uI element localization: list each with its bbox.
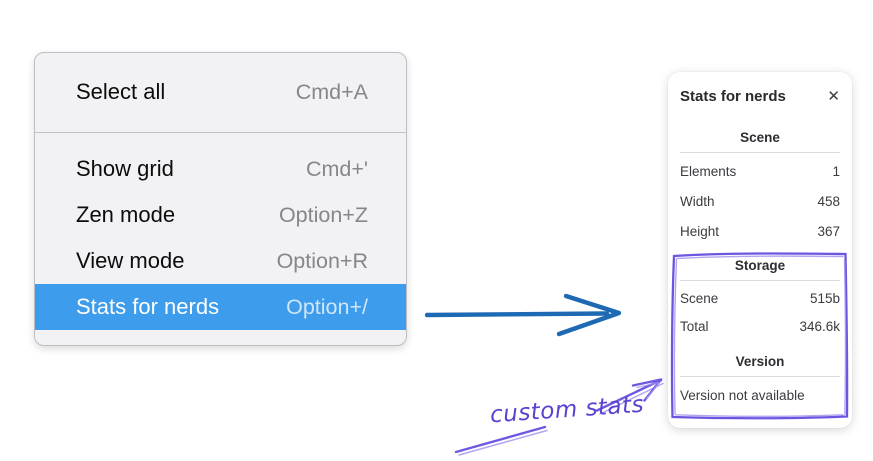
flow-arrow (424, 293, 622, 337)
menu-item-stats-for-nerds[interactable]: Stats for nerds Option+/ (35, 284, 406, 330)
menu-item-view-mode[interactable]: View mode Option+R (35, 238, 406, 284)
menu-item-label: View mode (76, 248, 185, 273)
menu-item-show-grid[interactable]: Show grid Cmd+' (35, 146, 406, 192)
context-menu: Select all Cmd+A Show grid Cmd+' Zen mod… (34, 52, 407, 346)
menu-item-label: Select all (76, 79, 166, 104)
stat-label: Total (680, 318, 709, 334)
menu-item-label: Stats for nerds (76, 294, 220, 319)
stat-value: 346.6k (799, 318, 840, 334)
stat-row-total-storage: Total 346.6k (680, 312, 840, 340)
menu-item-zen-mode[interactable]: Zen mode Option+Z (35, 192, 406, 238)
menu-section-bottom: Show grid Cmd+' Zen mode Option+Z View m… (35, 133, 406, 345)
menu-item-shortcut: Cmd+A (295, 79, 368, 104)
stat-value: 515b (809, 290, 840, 306)
menu-item-shortcut: Option+Z (278, 202, 368, 227)
annotation-arrow (454, 378, 664, 456)
stats-section-version: Version Version not available (680, 354, 840, 410)
stat-label: Height (680, 223, 720, 239)
stat-label: Width (680, 193, 715, 209)
menu-item-select-all[interactable]: Select all Cmd+A (35, 69, 406, 115)
stats-panel-title: Stats for nerds (680, 87, 786, 105)
stats-panel-header: Stats for nerds ✕ (680, 84, 840, 108)
menu-divider (35, 132, 406, 133)
menu-item-shortcut: Option+/ (286, 294, 368, 319)
section-heading: Storage (734, 258, 786, 273)
menu-section-top: Select all Cmd+A (35, 53, 406, 132)
section-divider (680, 152, 840, 153)
stat-row-elements: Elements 1 (680, 156, 840, 186)
stat-label: Scene (680, 290, 719, 306)
menu-item-label: Show grid (76, 156, 174, 181)
menu-item-label: Zen mode (76, 202, 176, 227)
stat-row-height: Height 367 (680, 216, 840, 246)
custom-stats-annotation: custom stats (489, 391, 645, 429)
stat-value: 367 (817, 223, 840, 239)
section-divider (680, 280, 840, 281)
stat-value: 1 (832, 163, 840, 179)
stats-panel: Stats for nerds ✕ Scene Elements 1 Width… (668, 72, 852, 428)
menu-item-shortcut: Cmd+' (305, 156, 368, 181)
stat-row-width: Width 458 (680, 186, 840, 216)
stat-value: 458 (817, 193, 840, 209)
close-icon[interactable]: ✕ (827, 87, 840, 105)
stats-section-scene: Scene Elements 1 Width 458 Height 367 (680, 130, 840, 246)
menu-item-shortcut: Option+R (276, 248, 368, 273)
version-note: Version not available (680, 387, 805, 403)
stat-row-scene-storage: Scene 515b (680, 284, 840, 312)
section-heading: Version (735, 354, 785, 369)
section-divider (680, 376, 840, 377)
stat-label: Elements (680, 163, 737, 179)
stats-section-storage: Storage Scene 515b Total 346.6k (680, 258, 840, 340)
section-heading: Scene (740, 130, 780, 145)
